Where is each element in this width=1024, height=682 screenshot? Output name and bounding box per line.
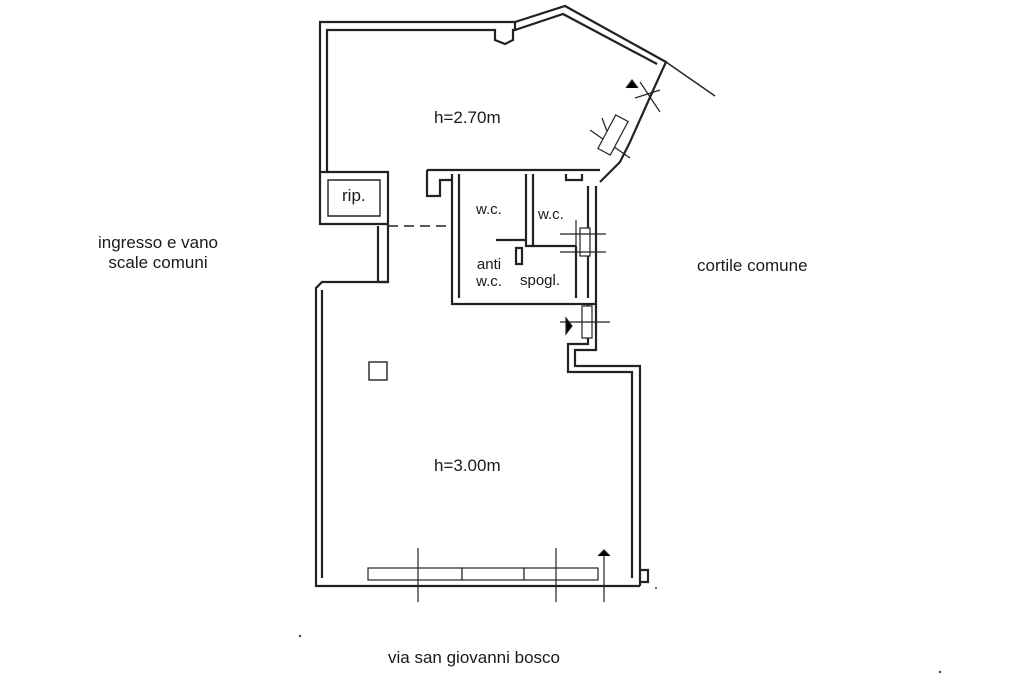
storage-room-walls <box>318 170 452 284</box>
upper-room-walls <box>318 4 716 183</box>
entrance-line2: scale comuni <box>108 253 208 272</box>
bathroom-block-walls <box>425 168 606 306</box>
lower-room-walls <box>314 79 650 602</box>
wc-label-1: w.c. <box>476 201 502 218</box>
wc-label-2: w.c. <box>538 206 564 223</box>
ante-wc-line2: w.c. <box>476 273 502 290</box>
courtyard-label: cortile comune <box>697 256 808 275</box>
dot <box>938 670 942 674</box>
entrance-line1: ingresso e vano <box>97 233 219 252</box>
dot <box>655 587 657 589</box>
street-label: via san giovanni bosco <box>388 648 561 667</box>
upper-room-height-label: h=2.70m <box>434 108 501 127</box>
entrance-label: ingresso e vano scale comuni <box>70 233 246 273</box>
ante-wc-line1: anti <box>476 256 502 273</box>
ante-wc-label: anti w.c. <box>466 256 512 290</box>
lower-room-height-label: h=3.00m <box>434 456 501 475</box>
storage-room-label: rip. <box>342 186 366 205</box>
changing-room-label: spogl. <box>520 272 561 289</box>
dot <box>298 634 302 638</box>
